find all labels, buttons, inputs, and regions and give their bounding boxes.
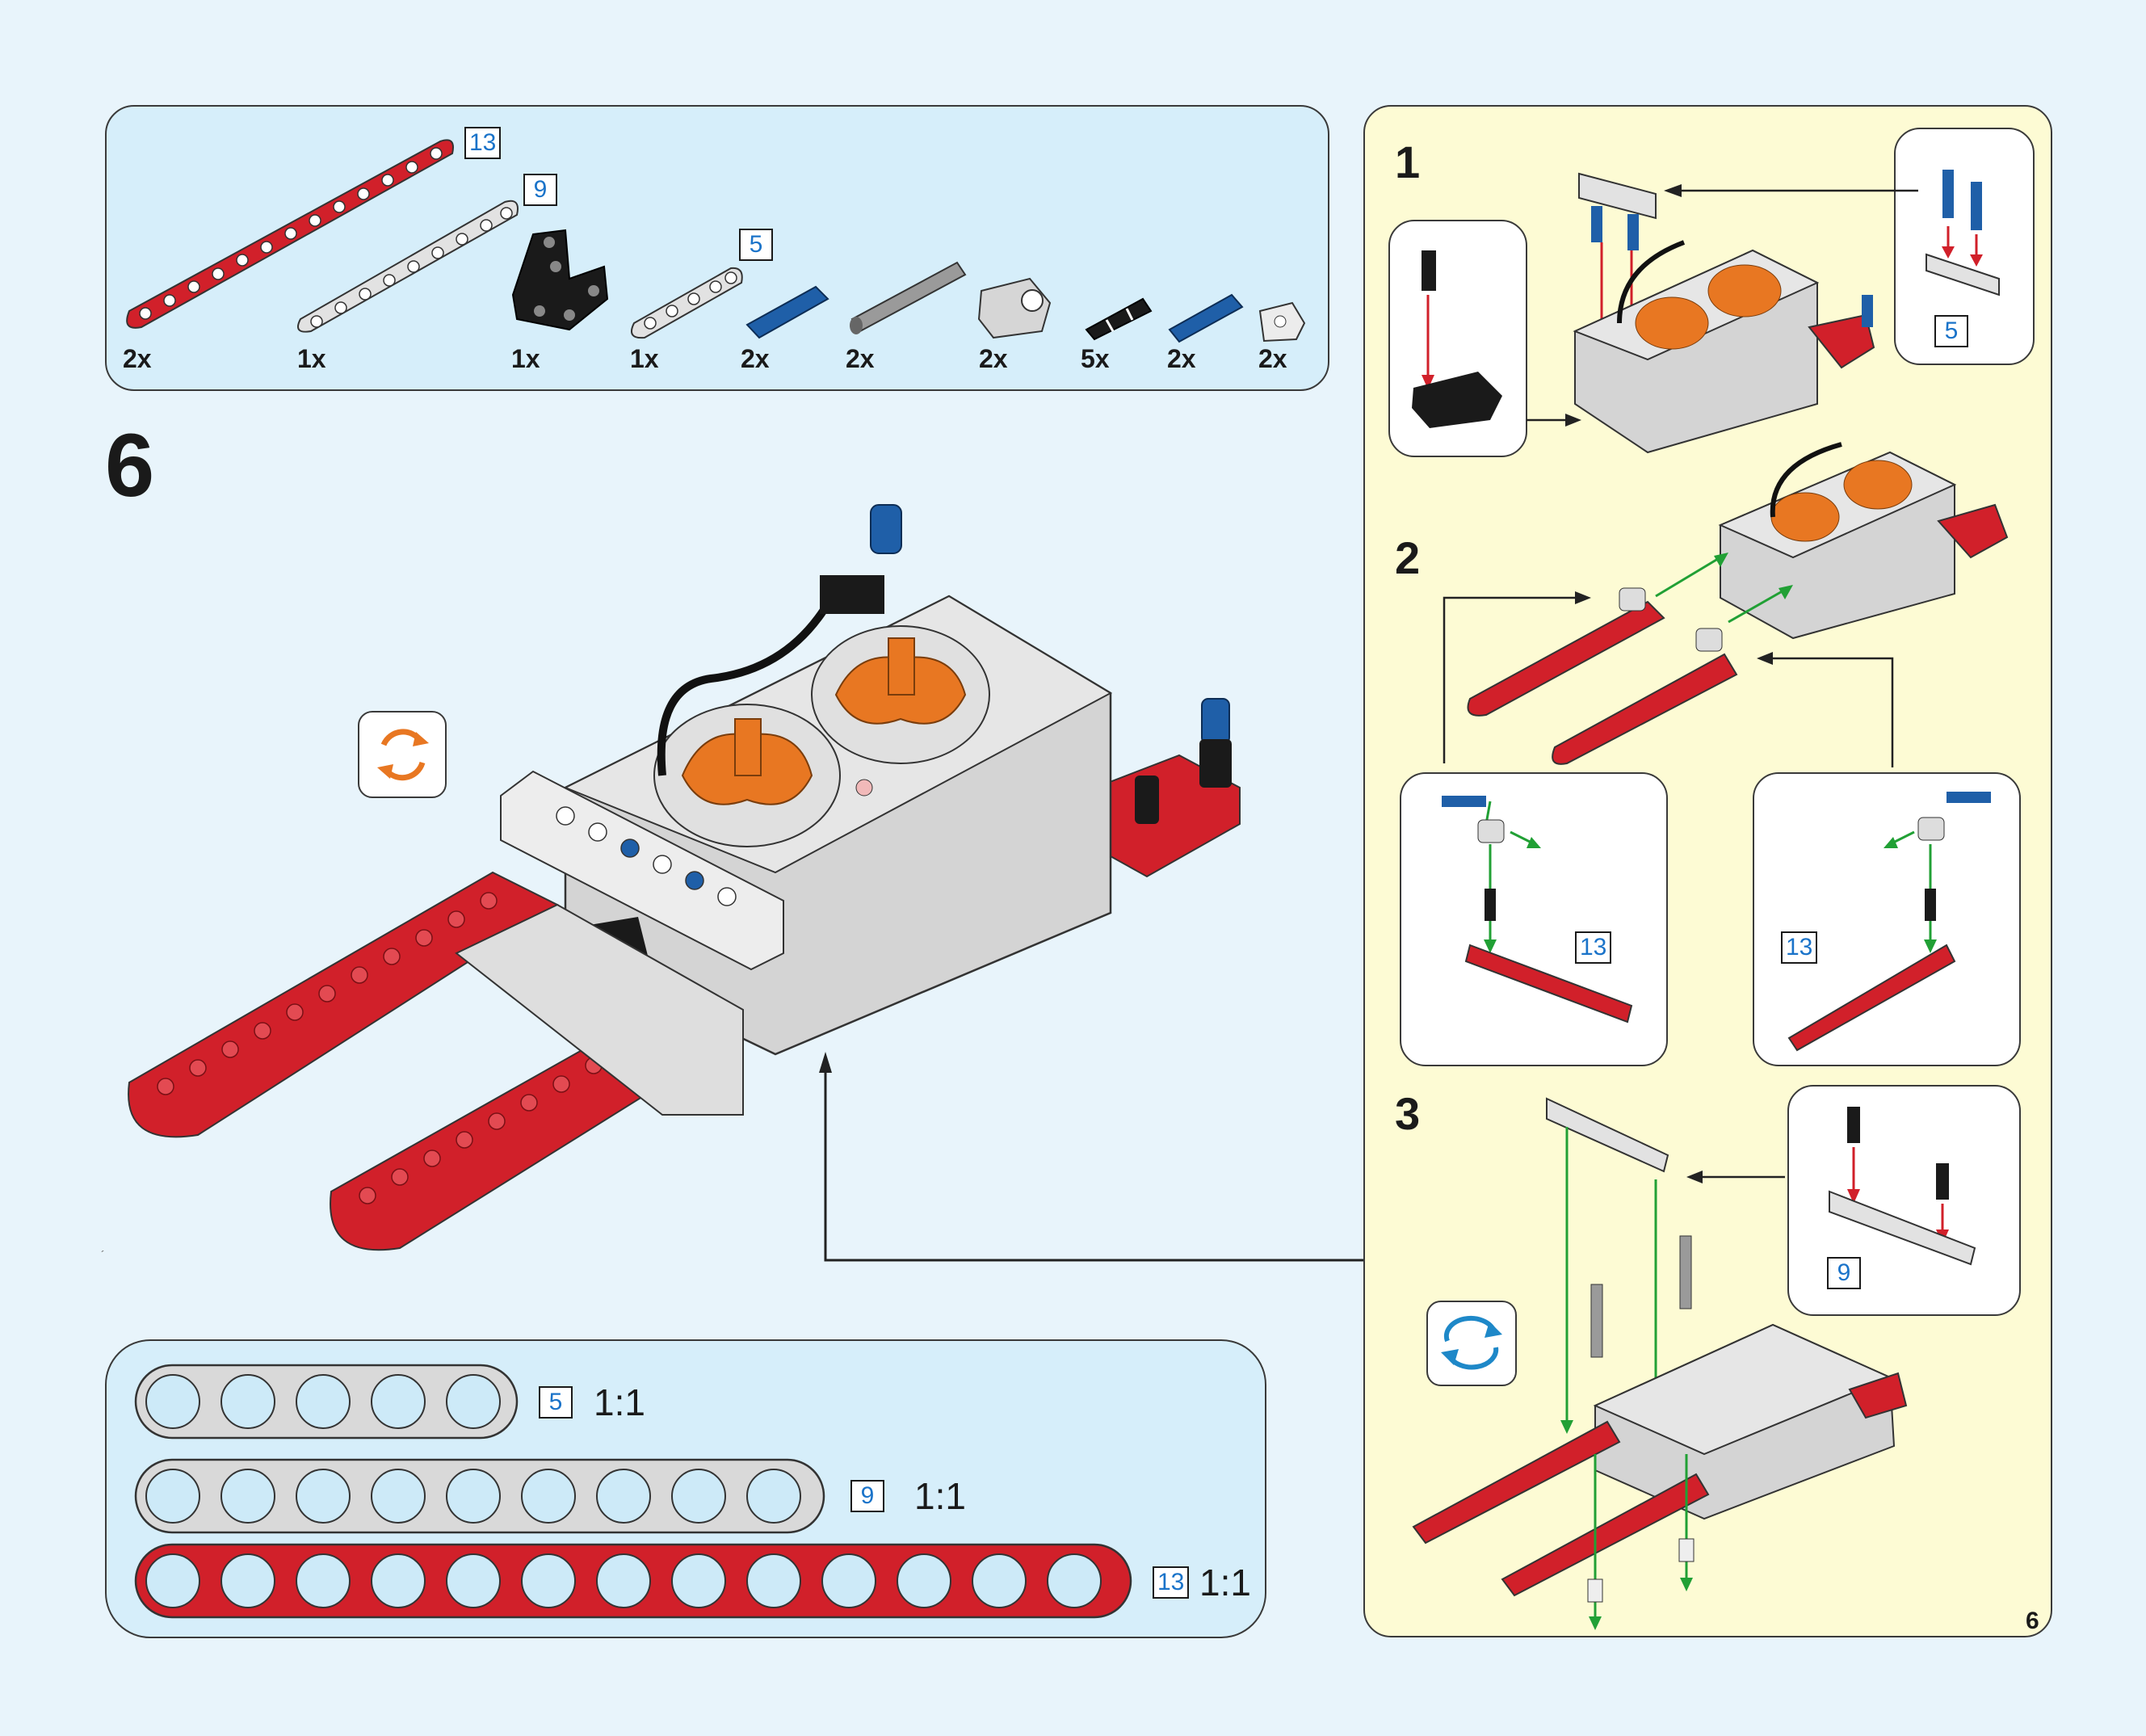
- red-beam-13-part: [126, 139, 454, 329]
- part-qty: 1x: [297, 344, 326, 373]
- step1-assembly: [1527, 172, 1918, 454]
- part-qty: 5x: [1081, 344, 1110, 373]
- svg-text:´: ´: [101, 1248, 105, 1261]
- step2-callout-right: [1753, 772, 2021, 1066]
- sub-step-number: 1: [1395, 137, 1421, 187]
- gray-beam-5-part: [631, 267, 743, 339]
- main-step-number: 6: [105, 416, 155, 515]
- rotate-model-icon: [377, 729, 429, 781]
- step2-callout-right-parts: [1787, 792, 1991, 1052]
- callout-beam-size: 9: [1827, 1257, 1861, 1289]
- page-number: 6: [2026, 1608, 2039, 1634]
- beam-size-label-9: 9: [523, 174, 557, 206]
- step2-callout-left-parts: [1442, 796, 1633, 1024]
- rotate-model-button: [1426, 1301, 1517, 1386]
- callout-beam-size: 13: [1575, 931, 1612, 964]
- beam-size-label-5: 5: [739, 229, 773, 261]
- part-qty: 2x: [123, 344, 152, 373]
- motor-axle-right: [888, 637, 915, 696]
- black-friction-pin-part: [1085, 297, 1153, 341]
- ruler-beam-13: [134, 1543, 1132, 1619]
- callout-beam-size: 5: [1934, 315, 1968, 347]
- motor-axle-left: [734, 718, 762, 776]
- ruler-size-label: 5: [539, 1386, 573, 1419]
- part-qty: 2x: [741, 344, 770, 373]
- black-t-connector-part: [511, 229, 609, 331]
- beam-holes: [556, 806, 737, 906]
- blue-pin-top: [870, 504, 902, 554]
- part-qty: 1x: [630, 344, 659, 373]
- ruler-scale-ratio: 1:1: [1199, 1562, 1251, 1604]
- status-light: [855, 779, 873, 797]
- step3-callout-parts: [1829, 1107, 1976, 1266]
- step1-callout-left-parts: [1412, 250, 1502, 428]
- blue-pin-part: [745, 285, 829, 339]
- part-qty: 1x: [511, 344, 540, 373]
- callout-beam-size: 13: [1781, 931, 1818, 964]
- black-pin-right-small: [1135, 776, 1159, 824]
- ruler-scale-ratio: 1:1: [914, 1475, 966, 1517]
- ruler-beam-9: [134, 1458, 825, 1534]
- ruler-beam-5: [134, 1364, 519, 1440]
- sub-step-number: 3: [1395, 1088, 1421, 1139]
- part-qty: 2x: [1167, 344, 1196, 373]
- sub-step-number: 2: [1395, 532, 1421, 583]
- ruler-size-label: 13: [1153, 1566, 1190, 1599]
- bush-part: [1258, 301, 1306, 343]
- step3-assembly: [1412, 1097, 1908, 1630]
- red-arm-upper: [128, 871, 560, 1138]
- step2-assembly: [1443, 442, 2009, 767]
- step-callout-arrow: [824, 1066, 1363, 1262]
- underside-beam: [455, 903, 744, 1116]
- ruler-scale-ratio: 1:1: [594, 1381, 645, 1423]
- parts-illustrations: [126, 139, 1306, 343]
- beam-size-label-13: 13: [464, 127, 502, 159]
- blue-axle-pin-part: [1168, 293, 1244, 343]
- gray-cross-connector-part: [977, 277, 1052, 339]
- cable-connector: [820, 575, 884, 614]
- gray-axle-part: [850, 261, 967, 334]
- parts-list-panel: [105, 105, 1329, 391]
- part-qty: 2x: [979, 344, 1008, 373]
- motor-cable: [657, 607, 828, 776]
- ruler-size-label: 9: [850, 1480, 884, 1512]
- step3-callout: [1787, 1085, 2021, 1316]
- part-qty: 2x: [846, 344, 875, 373]
- black-pin-right: [1199, 739, 1232, 788]
- rotate-model-icon: [1441, 1315, 1502, 1370]
- part-qty: 2x: [1258, 344, 1287, 373]
- rotate-model-button: [358, 711, 447, 798]
- step1-callout-right-parts: [1926, 170, 2000, 296]
- gray-beam-9-part: [297, 200, 519, 333]
